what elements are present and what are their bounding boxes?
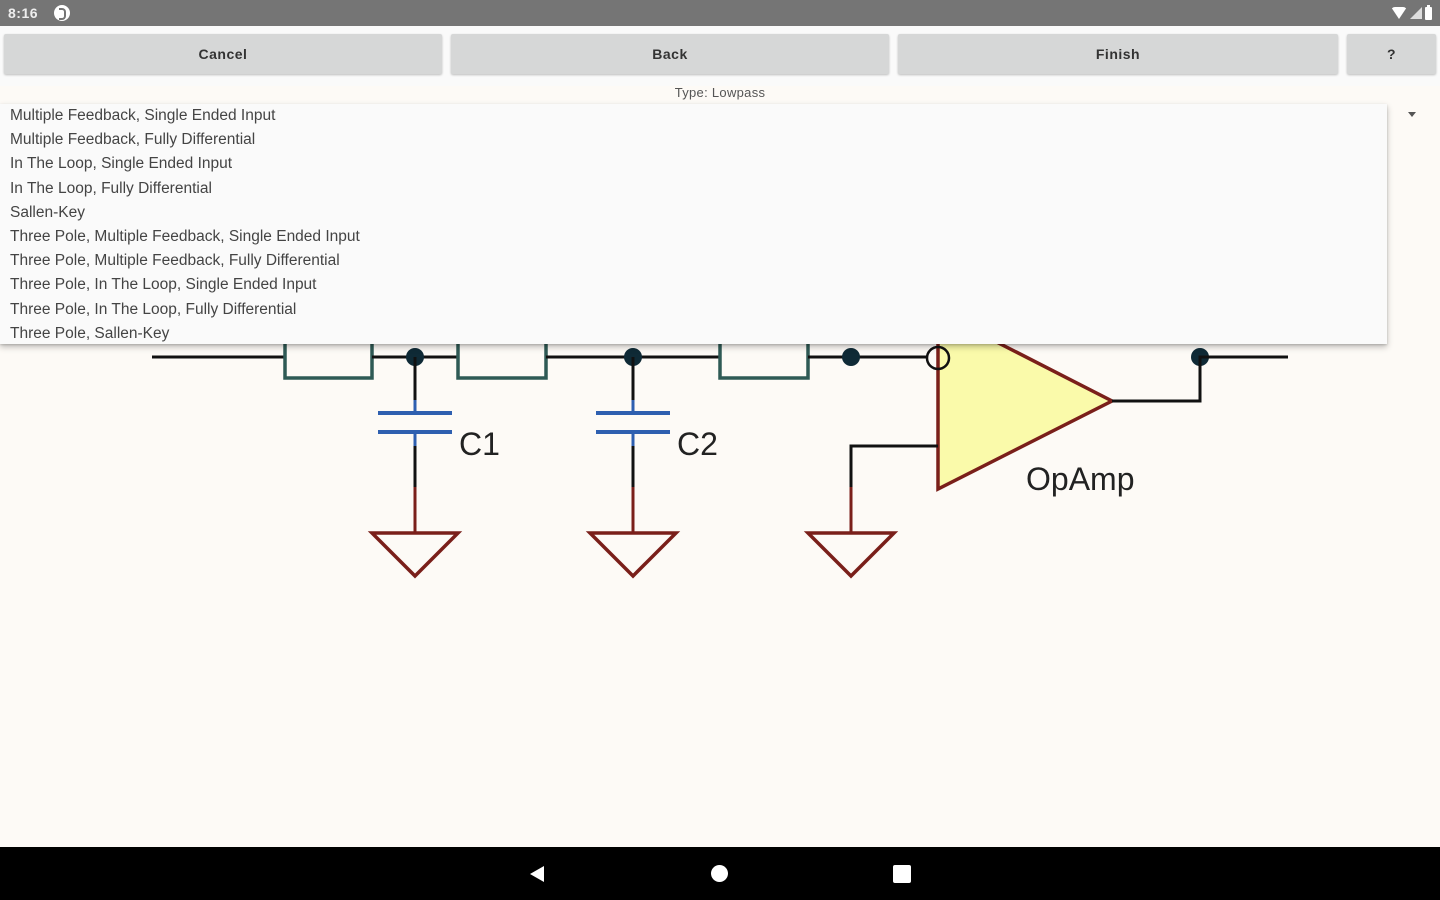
home-icon[interactable]	[711, 865, 728, 882]
dropdown-option[interactable]: In The Loop, Fully Differential	[10, 179, 212, 197]
ground-icon	[803, 531, 899, 579]
signal-icon	[1410, 7, 1422, 19]
resistor-r1[interactable]	[283, 344, 374, 380]
resistor-r2[interactable]	[456, 344, 548, 380]
output-wire	[1112, 355, 1288, 403]
dropdown-option[interactable]: Three Pole, In The Loop, Single Ended In…	[10, 276, 317, 294]
dropdown-option[interactable]: In The Loop, Single Ended Input	[10, 155, 233, 173]
cancel-button[interactable]: Cancel	[4, 34, 442, 74]
resistor-r3[interactable]	[718, 344, 810, 380]
opamp-symbol[interactable]	[936, 309, 1116, 492]
status-bar: 8:16	[0, 0, 1440, 26]
filter-schematic: C1 C2 OpAmp	[152, 309, 1288, 579]
wire	[849, 444, 938, 487]
wifi-icon	[1391, 7, 1407, 19]
dropdown-option[interactable]: Three Pole, Sallen-Key	[10, 324, 170, 342]
back-icon[interactable]	[530, 866, 544, 882]
help-button[interactable]: ?	[1347, 34, 1436, 74]
topology-dropdown-list[interactable]: Multiple Feedback, Single Ended Input Mu…	[0, 104, 1387, 344]
dropdown-option[interactable]: Three Pole, In The Loop, Fully Different…	[10, 300, 297, 318]
opamp-label: OpAmp	[1026, 461, 1134, 497]
c1-label: C1	[459, 426, 500, 462]
filter-type-label: Type: Lowpass	[674, 85, 766, 100]
dropdown-arrow-icon[interactable]	[1408, 112, 1416, 117]
c2-label: C2	[677, 426, 718, 462]
dropdown-option[interactable]: Multiple Feedback, Single Ended Input	[10, 107, 276, 124]
ground-icon	[367, 531, 463, 579]
dropdown-option[interactable]: Three Pole, Multiple Feedback, Fully Dif…	[10, 252, 340, 270]
dropdown-option[interactable]: Multiple Feedback, Fully Differential	[10, 131, 256, 149]
ground-icon	[585, 531, 681, 579]
dropdown-option[interactable]: Three Pole, Multiple Feedback, Single En…	[10, 227, 360, 245]
wizard-toolbar: Cancel Back Finish ?	[0, 26, 1440, 86]
opamp-input-pin	[925, 345, 951, 371]
finish-button[interactable]: Finish	[898, 34, 1338, 74]
dropdown-option[interactable]: Sallen-Key	[10, 203, 85, 221]
back-button[interactable]: Back	[451, 34, 889, 74]
notification-app-icon	[54, 5, 70, 21]
junction-node	[842, 348, 860, 366]
status-time: 8:16	[8, 5, 39, 21]
recents-icon[interactable]	[893, 865, 911, 883]
battery-icon	[1425, 4, 1432, 20]
status-icons	[1391, 4, 1432, 21]
